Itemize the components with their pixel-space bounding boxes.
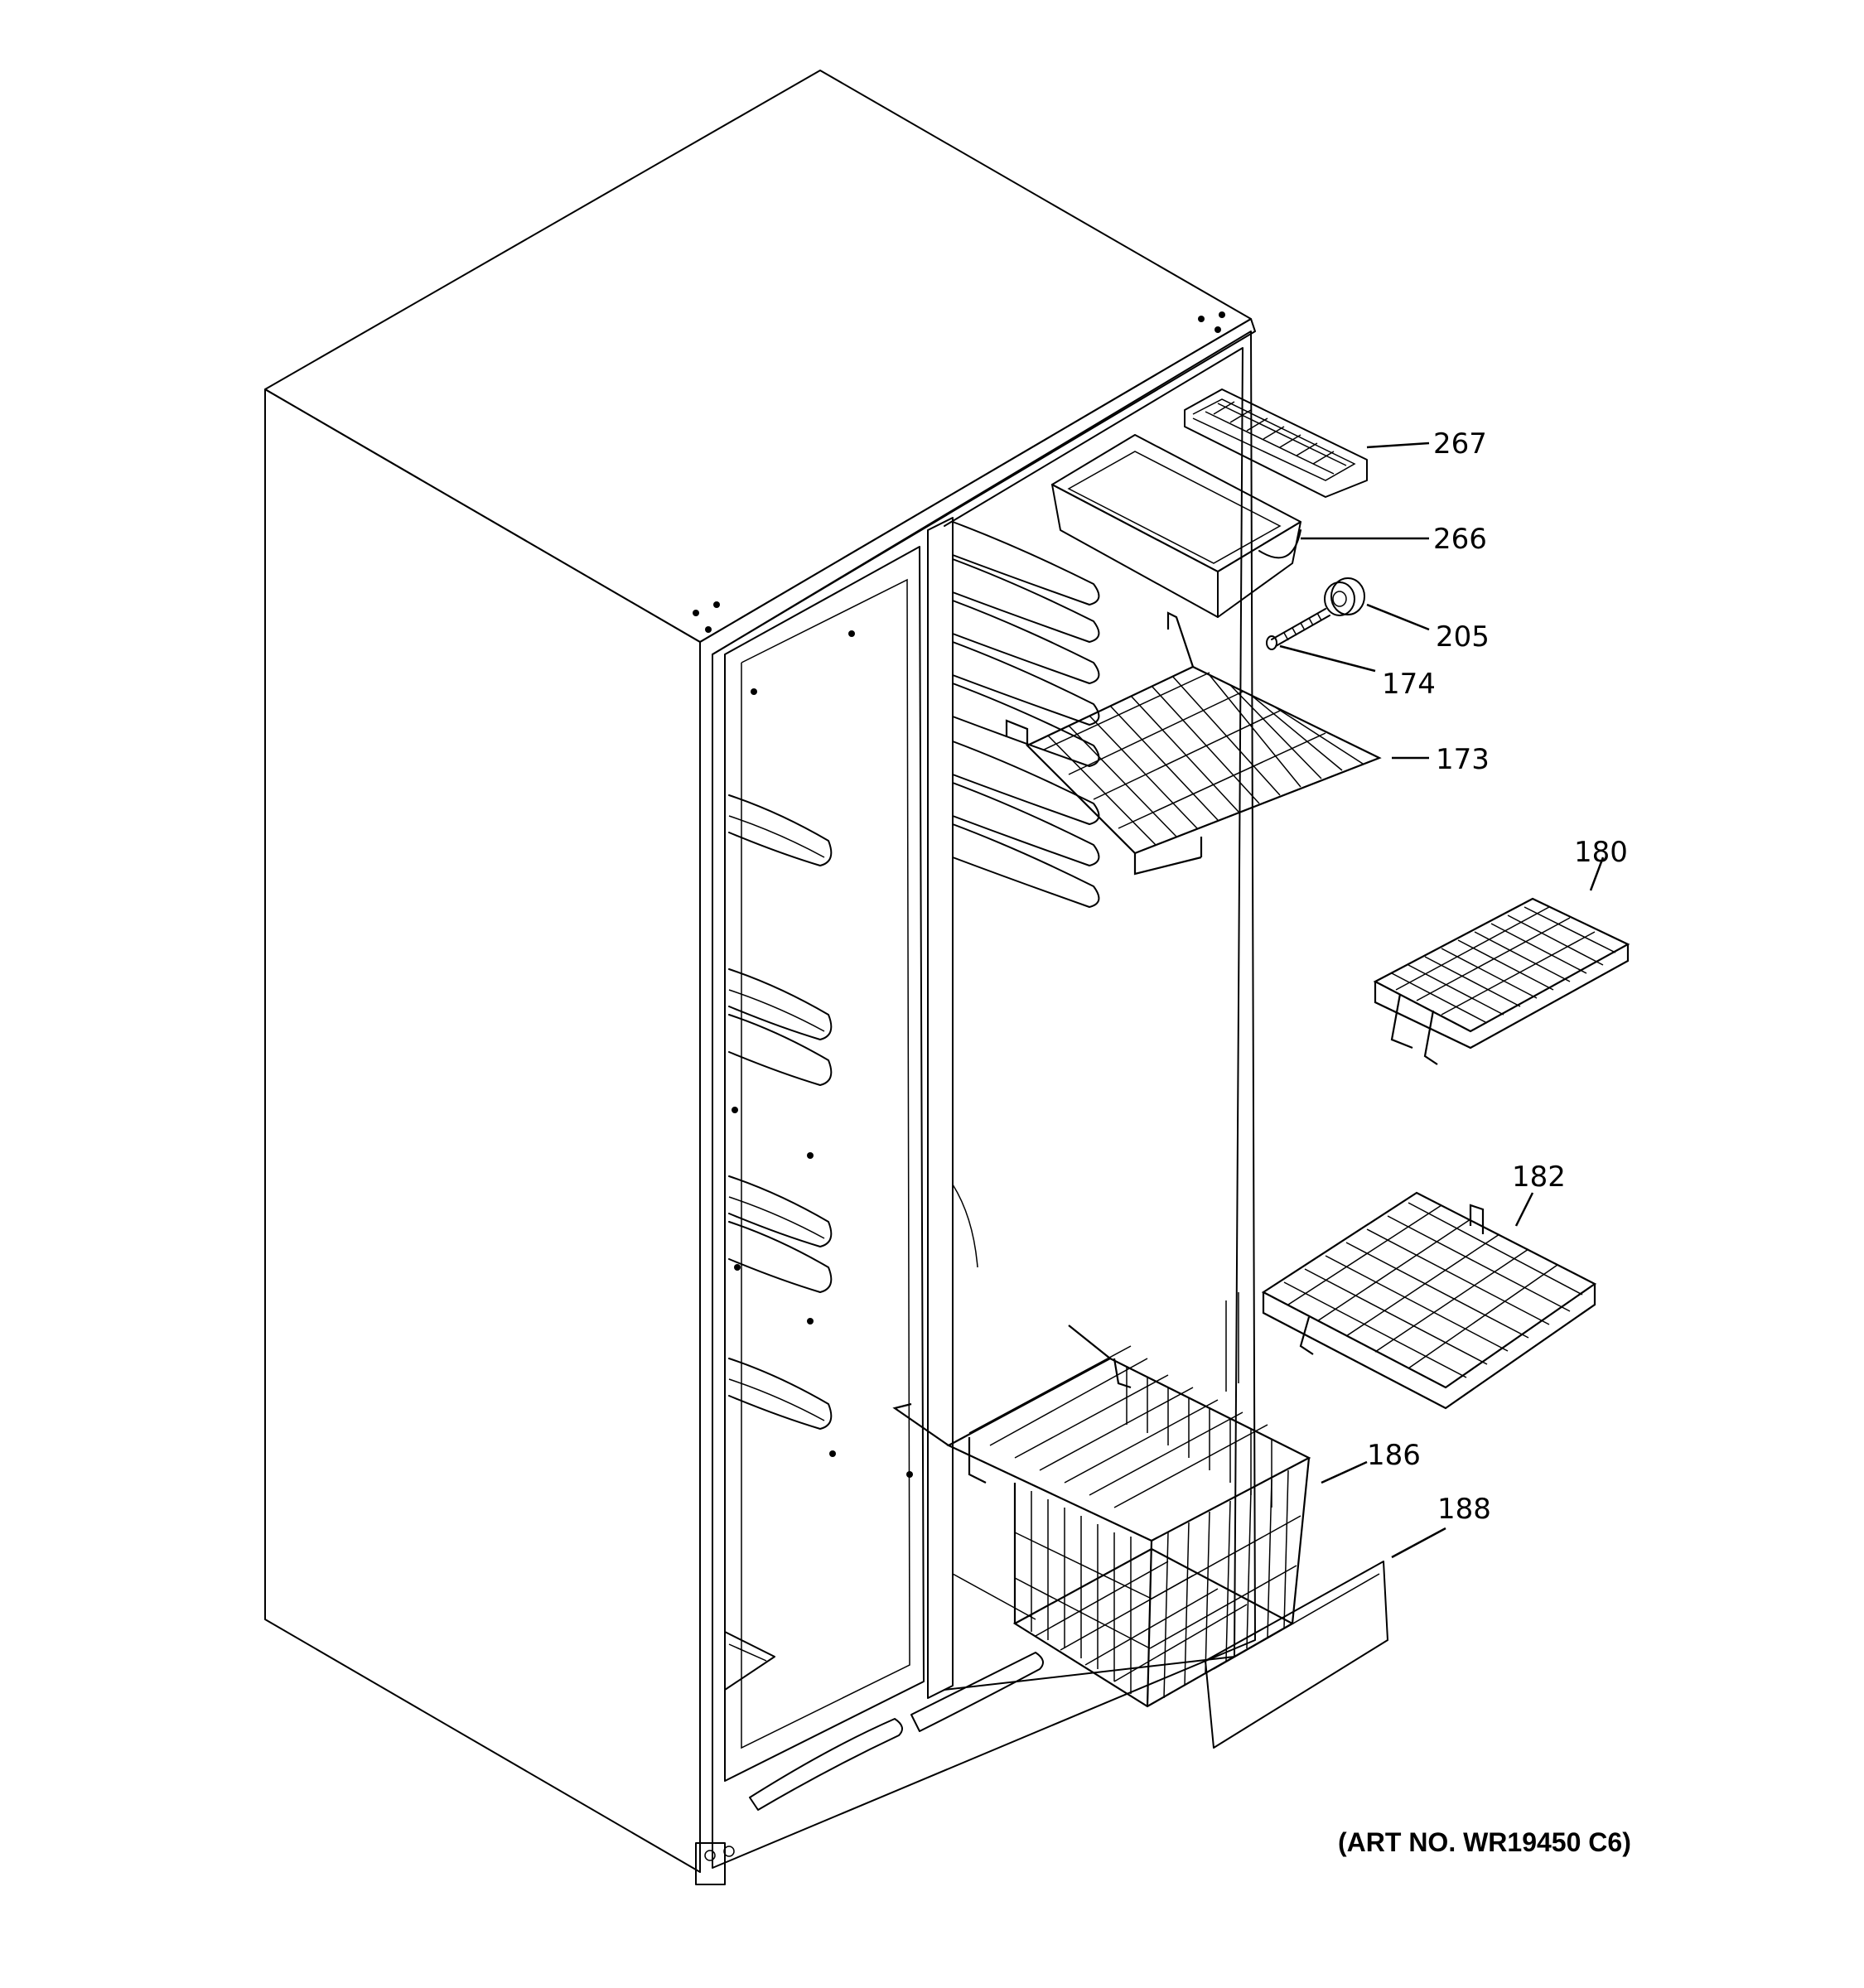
callout-173: 173 — [1436, 743, 1490, 776]
wire-basket-part-186 — [892, 1325, 1311, 1708]
art-number: (ART NO. WR19450 C6) — [1338, 1827, 1631, 1857]
shelf-support-rails — [728, 794, 833, 1430]
callout-174: 174 — [1382, 668, 1436, 701]
callout-266: 266 — [1433, 523, 1487, 556]
ice-tray-part-267 — [1184, 388, 1368, 498]
freezer-shelf-rails — [952, 521, 1100, 908]
refrigerator-cabinet — [264, 70, 1256, 1873]
callout-180: 180 — [1574, 836, 1628, 869]
basket-front-part-188 — [1205, 1561, 1388, 1749]
callout-182: 182 — [1512, 1160, 1566, 1194]
screw-part-174 — [1266, 608, 1330, 650]
leader-lines — [1279, 442, 1605, 1559]
wire-shelf-part-180 — [1373, 897, 1630, 1065]
freezer-compartment — [944, 347, 1243, 1691]
wire-shelf-part-182 — [1261, 1191, 1597, 1410]
callout-188: 188 — [1437, 1493, 1491, 1526]
callout-labels: 267 266 205 174 173 180 182 186 188 — [1367, 427, 1628, 1526]
fresh-food-compartment — [695, 331, 1256, 1885]
ice-bucket-part-266 — [1051, 434, 1301, 618]
wire-shelf-part-173 — [1005, 611, 1382, 876]
callout-267: 267 — [1433, 427, 1487, 461]
spacer-part-205 — [1324, 577, 1365, 616]
callout-186: 186 — [1367, 1439, 1421, 1472]
callout-205: 205 — [1436, 620, 1490, 654]
